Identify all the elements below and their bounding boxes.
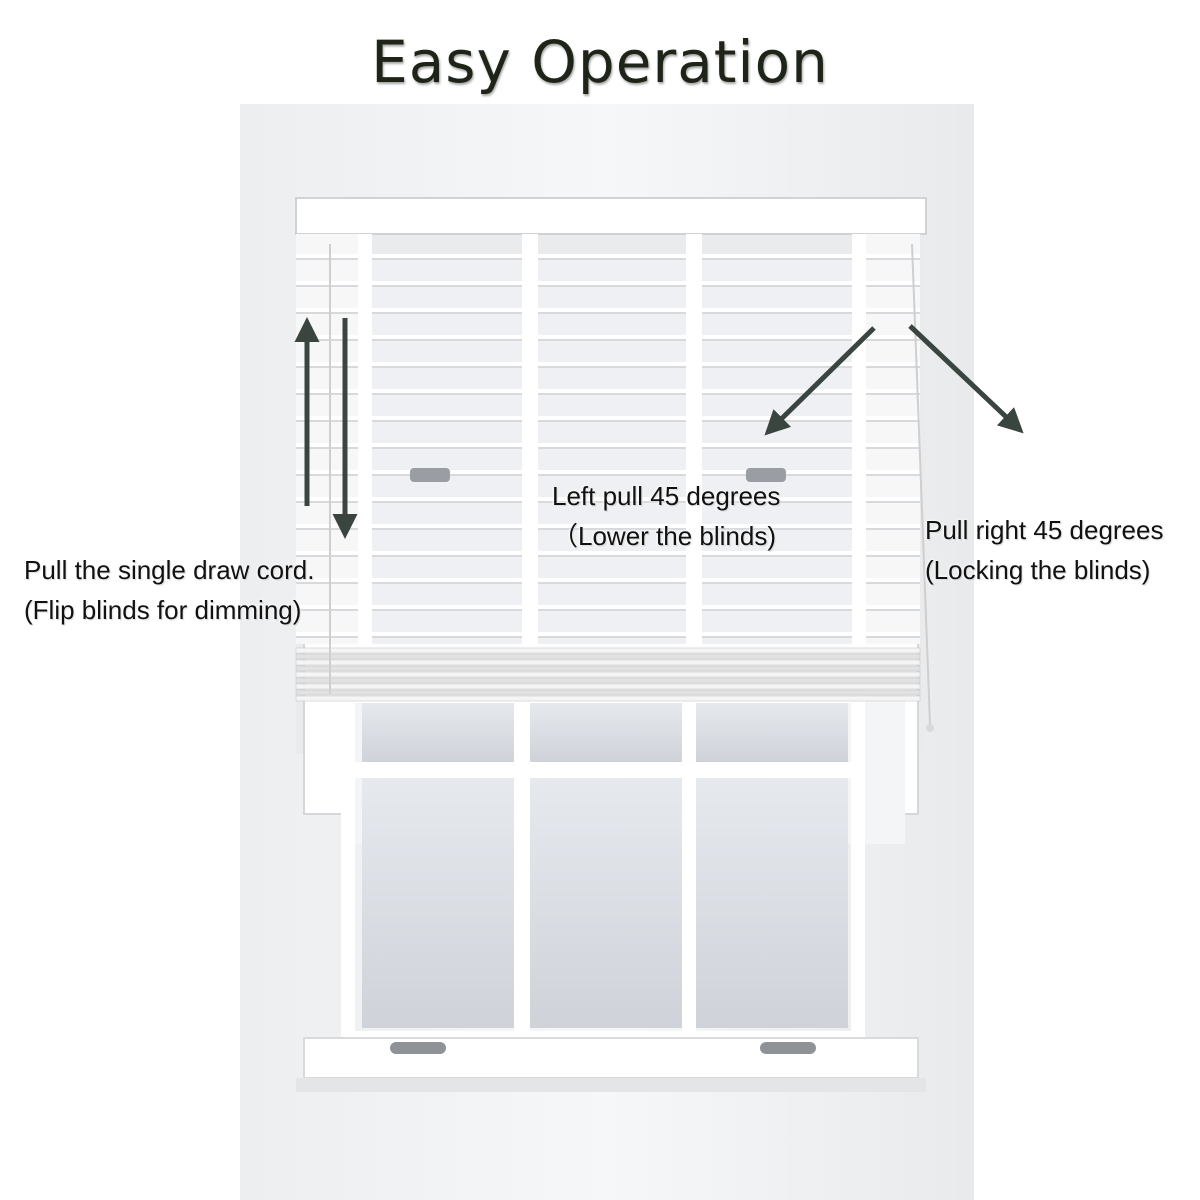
blind-slat (296, 389, 920, 393)
draw-cord-line-2: (Flip blinds for dimming) (24, 595, 302, 625)
ladder-tape (358, 234, 372, 654)
right-pull-line-1: Pull right 45 degrees (925, 515, 1164, 545)
sash-bar (348, 762, 858, 778)
draw-cord-line-1: Pull the single draw cord. (24, 555, 315, 585)
stacked-slat (295, 659, 921, 666)
sash-bar (682, 696, 696, 1038)
blind-slat-shadow (296, 501, 920, 503)
blind-slat-shadow (296, 366, 920, 368)
blind-slat (296, 524, 920, 528)
glass-pane (530, 778, 682, 1028)
glass-pane (530, 702, 682, 762)
blind-slat-shadow (296, 339, 920, 341)
blind-slat (296, 362, 920, 366)
blind-slat-shadow (296, 609, 920, 611)
stacked-slat (295, 695, 921, 702)
headrail (295, 197, 927, 235)
side-slats-right (864, 234, 920, 644)
sash-bar (514, 696, 530, 1038)
blind-slat-shadow (296, 636, 920, 638)
left-pull-line-1: Left pull 45 degrees (552, 481, 781, 511)
blind-slat (296, 308, 920, 312)
blind-slat (296, 443, 920, 447)
blind-slat (296, 605, 920, 609)
window-blinds-photo (240, 104, 974, 1200)
blind-slat-shadow (296, 258, 920, 260)
ladder-tape (522, 234, 538, 654)
glass-pane (362, 702, 514, 762)
blind-slat-shadow (296, 582, 920, 584)
blind-slat (296, 281, 920, 285)
glass-pane (362, 778, 514, 1028)
blind-slat-shadow (296, 447, 920, 449)
bottom-rail-stack (295, 647, 921, 702)
blind-slat-shadow (296, 555, 920, 557)
tilt-cord (911, 243, 931, 725)
arrow-down-right-icon (908, 324, 1024, 434)
latch-icon (410, 468, 450, 482)
sash-lift-icon (760, 1042, 816, 1054)
left-pull-line-2: （Lower the blinds) (552, 521, 776, 551)
draw-cord-annotation: Pull the single draw cord. (Flip blinds … (24, 550, 314, 630)
blind-slats (296, 254, 920, 638)
right-pull-line-2: (Locking the blinds) (925, 555, 1151, 585)
right-pull-annotation: Pull right 45 degrees (Locking the blind… (925, 510, 1163, 590)
stacked-slat (295, 653, 921, 660)
glass-pane (696, 702, 848, 762)
blind-slat (296, 416, 920, 420)
blind-slat-shadow (296, 312, 920, 314)
blind-slat-shadow (296, 528, 920, 530)
stacked-slat (295, 683, 921, 690)
ladder-tape (686, 234, 702, 654)
stacked-slat (295, 647, 921, 654)
stacked-slat (295, 689, 921, 696)
left-pull-annotation: Left pull 45 degrees （Lower the blinds) (552, 476, 780, 556)
cord-tassel (926, 724, 934, 732)
blind-slat (296, 497, 920, 501)
blind-slat (296, 632, 920, 636)
blind-slat-shadow (296, 393, 920, 395)
blind-slat-shadow (296, 420, 920, 422)
blind-slat (296, 335, 920, 339)
blind-slat (296, 551, 920, 555)
stacked-slat (295, 665, 921, 672)
blind-slat-shadow (296, 285, 920, 287)
arrow-down-left-icon (764, 326, 876, 436)
blind-slat (296, 578, 920, 582)
page-title: Easy Operation (371, 28, 829, 96)
stacked-slat (295, 677, 921, 684)
stacked-slat (295, 671, 921, 678)
sash-lift-icon (390, 1042, 446, 1054)
glass-pane (696, 778, 848, 1028)
blind-slat-shadow (296, 474, 920, 476)
latch-icon (746, 468, 786, 482)
blind-slat (296, 254, 920, 258)
sill-edge (296, 1078, 926, 1092)
blind-slat (296, 470, 920, 474)
